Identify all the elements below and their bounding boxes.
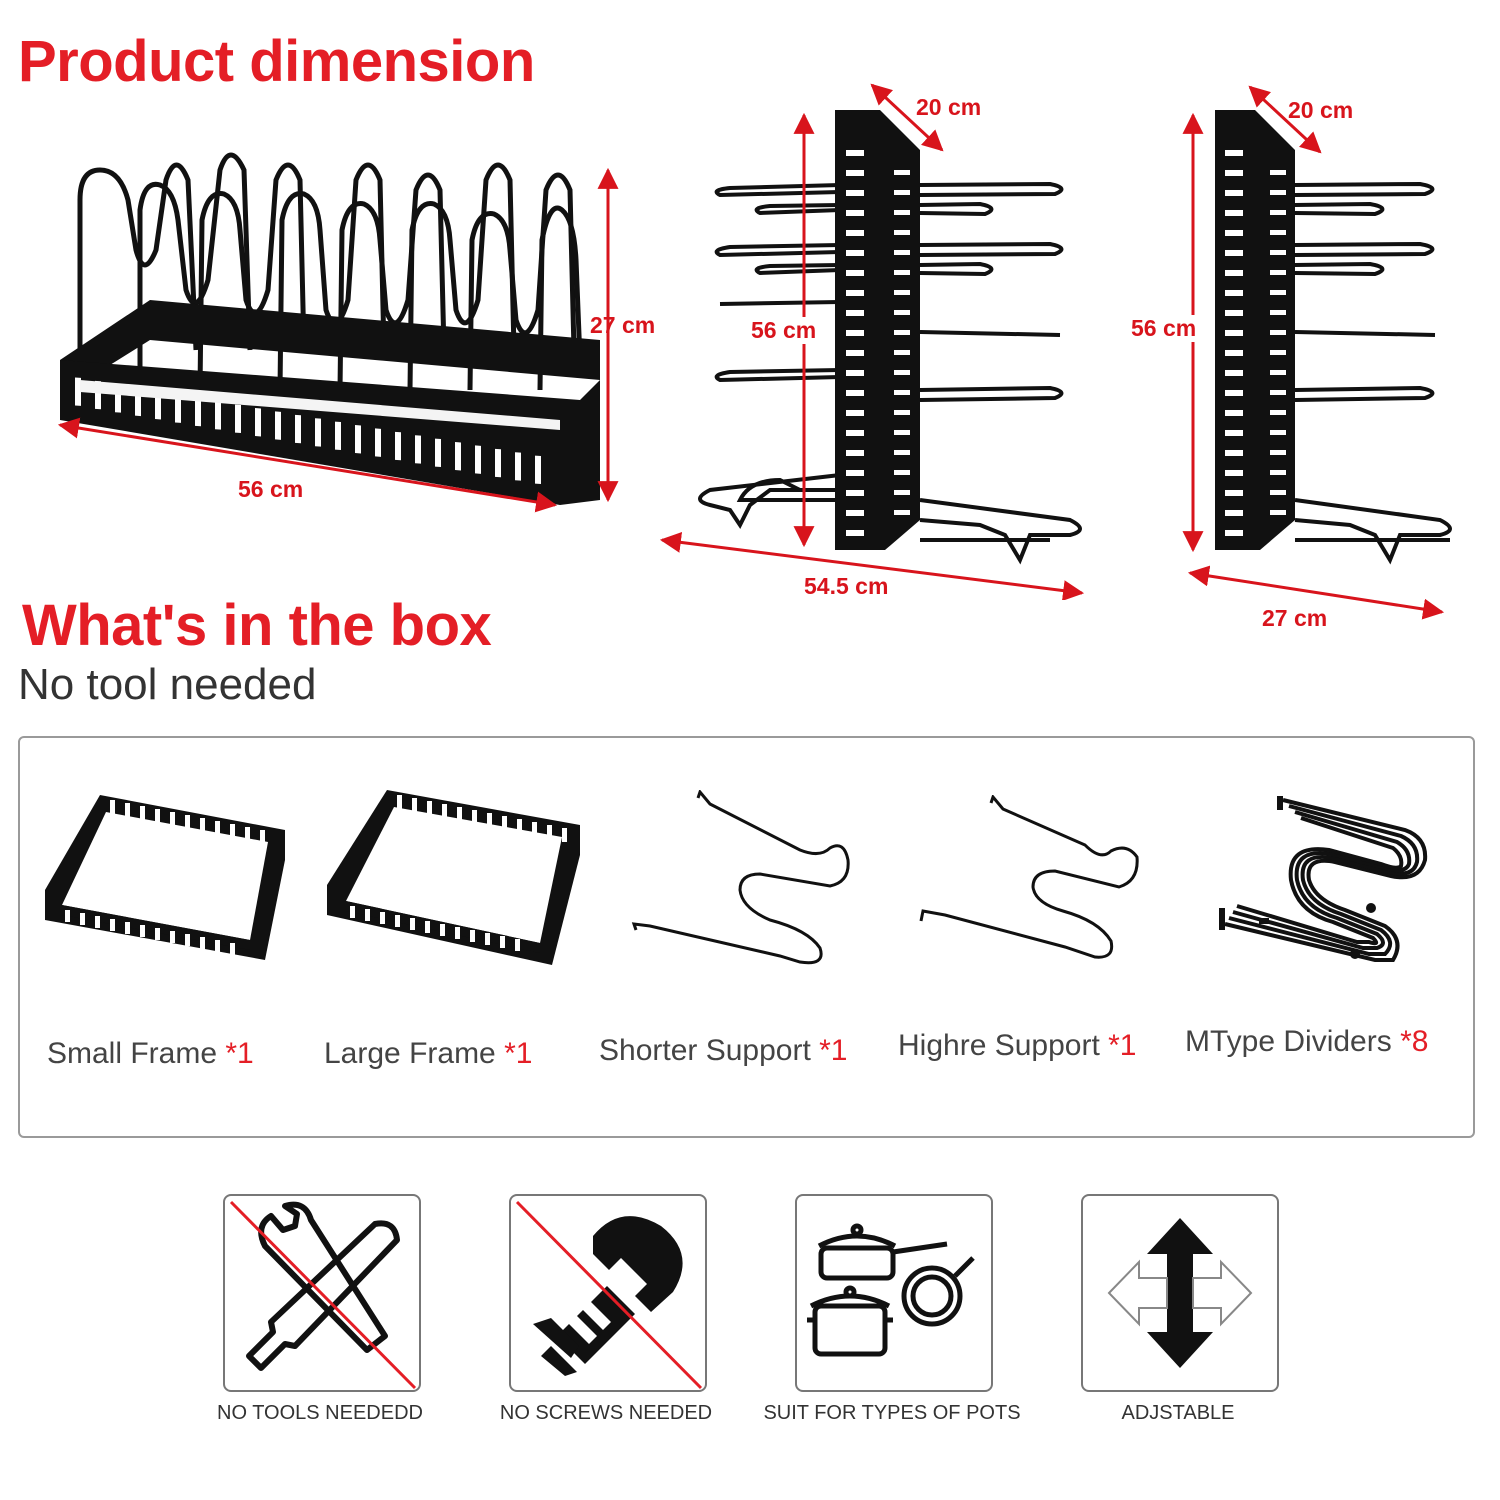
item-qty: *1	[819, 1034, 848, 1067]
feature-types-of-pots	[795, 1194, 993, 1392]
view2-width-label: 54.5 cm	[804, 573, 889, 599]
item-qty: *1	[225, 1037, 254, 1070]
box-title: What's in the box	[22, 593, 492, 658]
feature-no-screws	[509, 1194, 707, 1392]
view1-height-label: 27 cm	[590, 312, 656, 338]
feature-adjustable-label: ADJSTABLE	[1121, 1402, 1235, 1424]
item-qty: *8	[1400, 1025, 1429, 1058]
feature-types-of-pots-label: SUIT FOR TYPES OF POTS	[763, 1402, 1021, 1424]
four-way-arrows-icon	[1107, 1218, 1253, 1368]
item-name: MType Dividers	[1185, 1025, 1401, 1058]
view3-width-label: 27 cm	[1262, 605, 1328, 631]
rack-front-illustration	[57, 152, 619, 513]
item-name: Large Frame	[324, 1037, 505, 1070]
item-small-frame: Small Frame *1	[47, 1037, 254, 1071]
screw-crossed-icon	[515, 1200, 703, 1390]
item-name: Shorter Support	[599, 1034, 820, 1067]
small-frame-illustration	[45, 795, 285, 960]
feature-adjustable	[1081, 1194, 1279, 1392]
box-subtitle: No tool needed	[18, 660, 317, 709]
item-qty: *1	[504, 1037, 533, 1070]
wrench-screwdriver-crossed-icon	[229, 1200, 417, 1390]
shorter-support-illustration	[631, 790, 850, 965]
view3-height-label: 56 cm	[1131, 315, 1197, 342]
higher-support-illustration	[919, 795, 1139, 959]
dimension-title: Product dimension	[18, 29, 535, 94]
box-contents-panel	[18, 736, 1475, 1138]
rack-vertical-narrow-illustration	[1182, 85, 1452, 620]
item-shorter-support: Shorter Support *1	[599, 1034, 847, 1068]
item-large-frame: Large Frame *1	[324, 1037, 532, 1071]
feature-no-tools-label: NO TOOLS NEEDEDD	[217, 1402, 423, 1424]
view2-height-label: 56 cm	[751, 317, 817, 344]
large-frame-illustration	[327, 790, 580, 965]
item-name: Small Frame	[47, 1037, 226, 1070]
pots-pans-icon	[807, 1223, 975, 1357]
view3-depth-label: 20 cm	[1288, 97, 1354, 123]
item-higher-support: Highre Support *1	[898, 1029, 1136, 1063]
feature-no-tools	[223, 1194, 421, 1392]
feature-no-screws-label: NO SCREWS NEEDED	[499, 1402, 713, 1424]
rack-vertical-wide-illustration	[659, 83, 1085, 600]
view2-depth-label: 20 cm	[916, 94, 982, 120]
item-qty: *1	[1108, 1029, 1137, 1062]
item-name: Highre Support	[898, 1029, 1109, 1062]
mtype-dividers-illustration	[1219, 796, 1428, 962]
view1-length-label: 56 cm	[238, 476, 304, 502]
item-mtype-dividers: MType Dividers *8	[1185, 1025, 1428, 1059]
